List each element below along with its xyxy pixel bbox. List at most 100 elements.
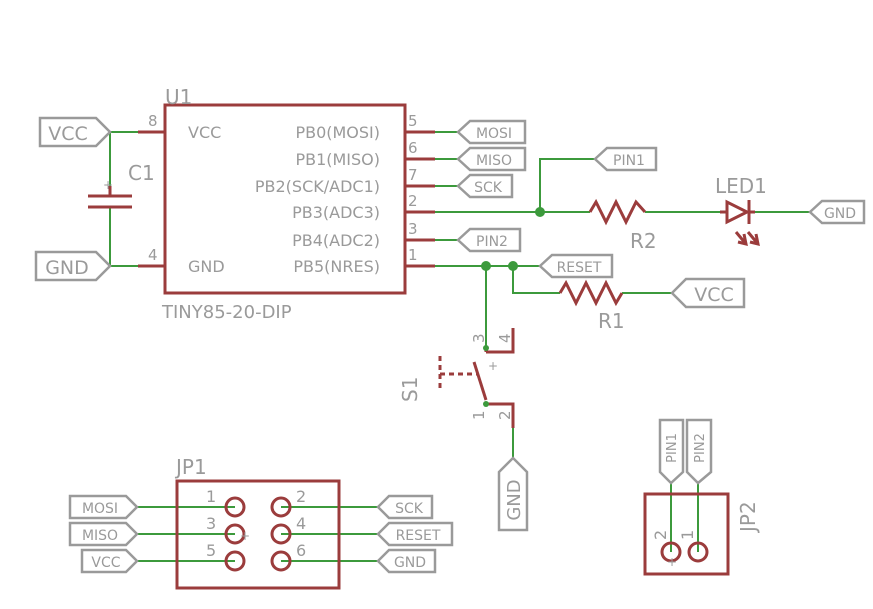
- flag-gnd-led-label: GND: [824, 206, 856, 222]
- junction-reset-s1: [481, 261, 491, 271]
- u1-pin-name-pb3: PB3(ADC3): [292, 203, 380, 222]
- jp1-plus: +: [240, 529, 250, 543]
- junctions: [481, 207, 545, 271]
- flag-gnd-switch-label: GND: [504, 479, 525, 520]
- u1-ref: U1: [165, 85, 192, 109]
- flag-jp1-reset: [376, 521, 454, 547]
- u1-pin-num-4: 4: [148, 246, 158, 264]
- u1-pin-name-gnd: GND: [188, 257, 225, 276]
- flag-pin2: [456, 227, 522, 253]
- s1-plus: +: [488, 359, 498, 373]
- flag-jp2-pin2: [685, 418, 713, 485]
- jp1-pad-5: [224, 550, 246, 572]
- u1-pin-num-8: 8: [148, 112, 158, 130]
- flag-miso-label: MISO: [476, 153, 512, 169]
- flag-reset-label: RESET: [557, 260, 602, 276]
- u1-pin-num-1: 1: [408, 246, 418, 264]
- flag-pin1-label: PIN1: [613, 153, 645, 169]
- u1-pin-num-3: 3: [408, 220, 418, 238]
- s1-lever: [472, 361, 488, 401]
- led1-symbol: LED1: [715, 174, 767, 247]
- flag-pin2-label: PIN2: [476, 234, 508, 250]
- flag-vcc-left-label: VCC: [48, 123, 88, 145]
- u1-pin-name-pb0: PB0(MOSI): [295, 123, 380, 142]
- wires: [109, 131, 810, 562]
- jp2-ref: JP2: [736, 501, 760, 534]
- s1-pin-dot-3: [483, 345, 489, 351]
- flag-gnd-led: [808, 199, 866, 225]
- jp1-pad-6: [270, 550, 292, 572]
- flag-gnd-left-label: GND: [45, 257, 89, 279]
- flag-jp1-vcc-label: VCC: [91, 555, 120, 571]
- u1-pin-name-pb4: PB4(ADC2): [292, 231, 380, 250]
- u1-pin-num-2: 2: [408, 192, 418, 210]
- flag-jp1-miso-label: MISO: [82, 528, 118, 544]
- flag-mosi: [456, 119, 527, 145]
- flag-jp1-reset-label: RESET: [396, 528, 441, 544]
- jp1-symbol: + JP1 1 2 3 4 5 6: [174, 455, 341, 590]
- flag-jp1-gnd: [376, 548, 437, 574]
- flag-jp1-mosi: [68, 494, 139, 520]
- led1-triangle: [720, 199, 755, 225]
- jp1-pad-4: [270, 523, 292, 545]
- net-flags: VCC GND MOSI MISO SCK PIN1 PIN2 RESET GN…: [34, 116, 866, 574]
- flag-vcc-left: [38, 116, 112, 148]
- s1-plunger: [438, 356, 478, 392]
- jp2-plus: +: [667, 555, 677, 569]
- r2-ref: R2: [630, 229, 657, 253]
- flag-reset: [538, 253, 614, 279]
- jp2-pin-1: 1: [678, 530, 697, 540]
- u1-part: TINY85-20-DIP: [161, 302, 292, 323]
- wire-vcc-left: [109, 131, 138, 186]
- jp1-pad-2: [270, 496, 292, 518]
- flag-jp1-vcc: [80, 548, 139, 574]
- s1-pin-dot-1: [483, 401, 489, 407]
- r2-zigzag: [588, 198, 647, 226]
- jp1-pin-5: 5: [206, 541, 216, 560]
- flag-sck: [456, 173, 514, 199]
- s1-symbol: + 3 4 1 2 S1: [398, 328, 515, 428]
- jp2-body: [643, 492, 730, 576]
- jp1-body: [175, 479, 341, 590]
- wire-pin1: [539, 158, 595, 212]
- u1-pin-leads: [138, 130, 435, 268]
- c1-plates: [88, 186, 132, 209]
- jp2-pin-2: 2: [651, 530, 670, 540]
- flag-jp1-mosi-label: MOSI: [82, 501, 118, 517]
- r2-symbol: R2: [588, 198, 657, 253]
- wire-gnd-left: [109, 208, 138, 267]
- flag-jp1-sck-label: SCK: [395, 501, 424, 517]
- flag-mosi-label: MOSI: [476, 126, 512, 142]
- r1-symbol: R1: [558, 279, 625, 333]
- jp1-pad-3: [224, 523, 246, 545]
- s1-pin-4: 4: [496, 333, 514, 343]
- u1-body: [163, 103, 407, 295]
- jp1-pin-1: 1: [206, 487, 216, 506]
- wire-r1: [512, 266, 672, 294]
- u1-pin-name-vcc: VCC: [188, 123, 221, 142]
- jp1-pin-6: 6: [296, 541, 306, 560]
- junction-reset-r1: [508, 261, 518, 271]
- flag-jp2-pin2-label: PIN2: [693, 433, 708, 463]
- c1-ref: C1: [128, 161, 155, 185]
- u1-pin-name-pb5: PB5(NRES): [293, 257, 380, 276]
- r1-ref: R1: [598, 309, 625, 333]
- flag-miso: [456, 146, 527, 172]
- flag-jp1-sck: [376, 494, 434, 520]
- jp1-ref: JP1: [174, 455, 207, 479]
- s1-pin-1: 1: [470, 410, 488, 420]
- led1-ref: LED1: [715, 174, 767, 198]
- jp2-pad-2: [660, 541, 682, 563]
- led1-arrows: [734, 231, 760, 247]
- flag-jp1-miso: [68, 521, 139, 547]
- jp1-pin-2: 2: [296, 487, 306, 506]
- jp1-pin-4: 4: [296, 514, 306, 533]
- flag-jp2-pin1-label: PIN1: [665, 433, 680, 463]
- flag-pin1: [593, 146, 658, 172]
- flag-vcc-right: [670, 277, 746, 309]
- flag-gnd-left: [34, 250, 112, 282]
- flag-jp2-pin1: [658, 418, 685, 485]
- junction-pb3: [535, 207, 545, 217]
- flag-sck-label: SCK: [474, 180, 503, 196]
